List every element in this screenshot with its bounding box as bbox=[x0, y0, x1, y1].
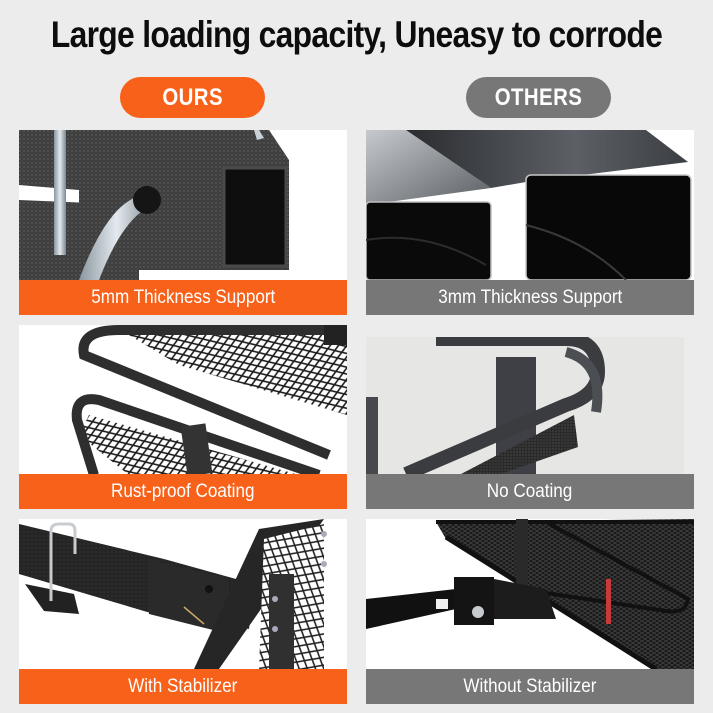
ours-badge: OURS bbox=[120, 77, 265, 118]
caption-without-stabilizer: Without Stabilizer bbox=[366, 669, 694, 704]
mesh-basket-photo bbox=[19, 325, 347, 475]
caption-text: 3mm Thickness Support bbox=[437, 286, 623, 308]
caption-5mm-thickness: 5mm Thickness Support bbox=[19, 280, 347, 315]
caption-text: Without Stabilizer bbox=[463, 675, 597, 697]
caption-text: With Stabilizer bbox=[128, 675, 238, 697]
others-badge-label: OTHERS bbox=[494, 83, 583, 111]
uncoated-rail-photo bbox=[366, 337, 684, 474]
others-badge: OTHERS bbox=[466, 77, 611, 118]
caption-3mm-thickness: 3mm Thickness Support bbox=[366, 280, 694, 315]
caption-rust-proof: Rust-proof Coating bbox=[19, 474, 347, 509]
page-title: Large loading capacity, Uneasy to corrod… bbox=[50, 14, 663, 55]
receiver-tube-photo bbox=[19, 130, 347, 280]
thin-tubes-photo bbox=[366, 130, 694, 280]
hitch-with-stabilizer-photo bbox=[19, 519, 347, 669]
hitch-without-stabilizer-photo bbox=[366, 519, 694, 669]
caption-no-coating: No Coating bbox=[366, 474, 694, 509]
caption-text: No Coating bbox=[487, 480, 573, 502]
caption-text: Rust-proof Coating bbox=[111, 480, 255, 502]
ours-badge-label: OURS bbox=[162, 83, 223, 111]
caption-with-stabilizer: With Stabilizer bbox=[19, 669, 347, 704]
caption-text: 5mm Thickness Support bbox=[90, 286, 276, 308]
